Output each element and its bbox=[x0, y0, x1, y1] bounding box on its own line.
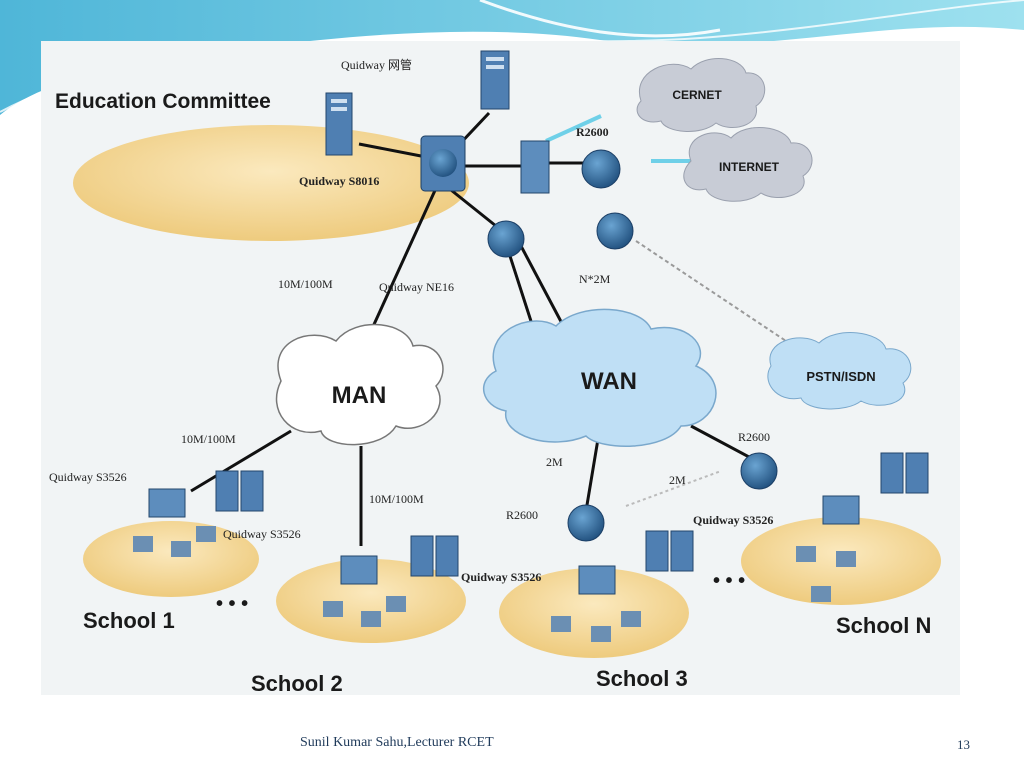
school1-devices bbox=[133, 470, 264, 557]
school3-switch-label: Quidway S3526 bbox=[461, 570, 541, 584]
school2-platform bbox=[276, 559, 466, 643]
cernet-label: CERNET bbox=[672, 88, 722, 102]
school1-name: School 1 bbox=[83, 608, 175, 633]
hq-firewall bbox=[520, 140, 550, 194]
internet-cloud: INTERNET bbox=[683, 126, 813, 202]
pstn-cloud: PSTN/ISDN bbox=[767, 332, 912, 410]
school3-router-label: R2600 bbox=[506, 508, 538, 522]
man-label: MAN bbox=[332, 382, 387, 409]
man-cloud: MAN bbox=[275, 323, 444, 446]
schooln-router-label: R2600 bbox=[738, 430, 770, 444]
hq-server-left bbox=[325, 92, 353, 156]
core-switch bbox=[420, 135, 466, 192]
schooln-switch-label: Quidway S3526 bbox=[693, 513, 773, 527]
wan-backup-link bbox=[625, 470, 722, 507]
schooln-devices bbox=[796, 452, 929, 602]
hq-server-label: Quidway 网管 bbox=[341, 57, 412, 72]
wan-label: WAN bbox=[581, 368, 637, 395]
school2-link-label: 10M/100M bbox=[369, 492, 424, 506]
hq-platform bbox=[73, 125, 469, 241]
school2-devices bbox=[323, 535, 459, 627]
hq-server-top bbox=[480, 50, 510, 110]
wan-multi-link-label: N*2M bbox=[579, 272, 611, 286]
school3-router bbox=[567, 504, 605, 542]
top-wave bbox=[0, 0, 1024, 115]
pstn-link bbox=[635, 240, 787, 342]
hq-router-r2600 bbox=[581, 149, 621, 189]
network-diagram: CERNET INTERNET MAN WAN PSTN/ISDN bbox=[41, 41, 960, 695]
core-switch-label: Quidway S8016 bbox=[299, 174, 379, 188]
edge-router-label: Quidway NE16 bbox=[379, 280, 454, 294]
edge-router-ne16 bbox=[487, 220, 525, 258]
ellipsis-right: • • • bbox=[713, 570, 745, 592]
school1-link-label: 10M/100M bbox=[181, 432, 236, 446]
hq-router-pstn bbox=[596, 212, 634, 250]
school3-platform bbox=[499, 568, 689, 658]
school2-switch-label: Quidway S3526 bbox=[223, 527, 301, 541]
school3-link-label: 2M bbox=[546, 455, 563, 469]
wan-cloud: WAN bbox=[482, 308, 717, 447]
footer-author: Sunil Kumar Sahu,Lecturer RCET bbox=[300, 735, 494, 750]
page-number: 13 bbox=[957, 737, 970, 752]
pstn-label: PSTN/ISDN bbox=[806, 369, 875, 384]
cernet-cloud: CERNET bbox=[636, 57, 766, 132]
network-links bbox=[190, 111, 767, 546]
school1-switch-label: Quidway S3526 bbox=[49, 470, 127, 484]
hq-router-label: R2600 bbox=[576, 125, 609, 139]
hq-man-link-label: 10M/100M bbox=[278, 277, 333, 291]
schooln-link-label: 2M bbox=[669, 473, 686, 487]
school3-devices bbox=[551, 530, 694, 642]
schooln-router bbox=[740, 452, 778, 490]
schooln-name: School N bbox=[836, 613, 931, 638]
school2-name: School 2 bbox=[251, 671, 343, 695]
cernet-link bbox=[545, 114, 602, 143]
school3-name: School 3 bbox=[596, 666, 688, 691]
internet-label: INTERNET bbox=[719, 160, 780, 174]
ellipsis-left: • • • bbox=[216, 593, 248, 615]
hq-title: Education Committee bbox=[55, 90, 271, 113]
